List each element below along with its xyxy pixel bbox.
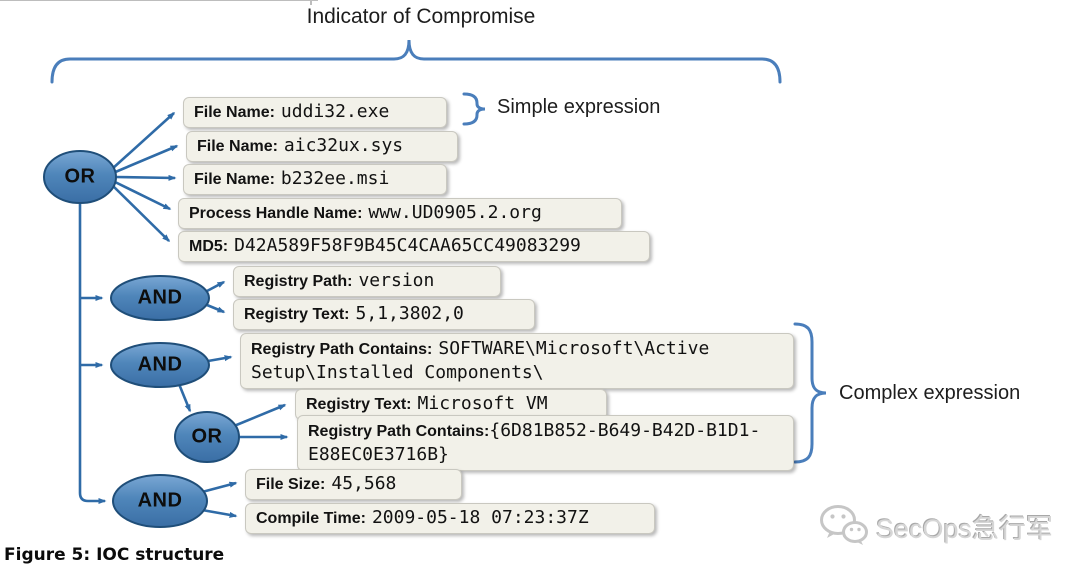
ioc-box-registry-text: Registry Text: 5,1,3802,0	[233, 299, 535, 330]
ioc-box-file-name-aic32ux: File Name: aic32ux.sys	[186, 131, 458, 162]
watermark: SecOps急行军	[818, 503, 1053, 549]
term-value: version	[358, 270, 435, 291]
node-and-3-label: AND	[137, 489, 183, 512]
arrow-and2-to-registry-path-contains	[207, 355, 233, 363]
figure-caption: Figure 5: IOC structure	[4, 545, 225, 565]
ioc-top-brace	[50, 39, 782, 84]
ioc-box-registry-text-microsoft-vm: Registry Text: Microsoft VM	[295, 389, 607, 420]
ioc-box-md5: MD5: D42A589F58F9B45C4CAA65CC49083299	[178, 231, 650, 262]
node-or-root-label: OR	[64, 165, 96, 188]
term-value: {6D81B852-B649-B42D-B1D1-E88EC0E3716B}	[308, 420, 761, 465]
arrow-and3-to-compile-time	[201, 508, 238, 518]
term-value: D42A589F58F9B45C4CAA65CC49083299	[234, 235, 581, 256]
ioc-box-file-name-uddi32: File Name: uddi32.exe	[183, 97, 447, 128]
term-value: uddi32.exe	[280, 101, 390, 122]
term-value: 2009-05-18 07:23:37Z	[371, 507, 589, 528]
term-label: Compile Time:	[256, 510, 366, 527]
simple-expression-brace	[462, 92, 486, 126]
arrow-or-to-filename-3	[114, 174, 177, 181]
term-value: 45,568	[331, 473, 397, 494]
term-label: File Name:	[194, 104, 275, 121]
term-value: www.UD0905.2.org	[368, 202, 542, 223]
node-or-root-shape	[43, 150, 117, 204]
arrow-and1-to-registry-path	[206, 280, 226, 293]
term-label: Registry Path:	[244, 273, 353, 290]
arrow-and3-to-file-size	[201, 481, 238, 494]
term-label: Registry Path Contains:	[251, 341, 433, 358]
node-and-1-shape	[110, 275, 210, 321]
ioc-box-file-size: File Size: 45,568	[245, 469, 462, 500]
simple-expression-label: Simple expression	[497, 96, 661, 118]
term-value: Microsoft VM	[417, 393, 548, 414]
node-or-nested-label: OR	[191, 425, 223, 448]
arrow-or-to-md5	[111, 184, 171, 243]
arrow-and1-to-registry-text	[206, 303, 226, 314]
ioc-box-registry-path: Registry Path: version	[233, 266, 501, 297]
complex-expression-label: Complex expression	[839, 382, 1021, 404]
node-and-2-label: AND	[137, 353, 183, 376]
node-or-nested-shape	[174, 411, 240, 463]
wechat-icon	[820, 505, 868, 545]
arrow-or-to-filename-1	[111, 111, 176, 170]
complex-expression-brace	[793, 322, 827, 464]
ioc-box-file-name-b232ee: File Name: b232ee.msi	[183, 164, 447, 195]
top-hairline	[0, 0, 318, 1]
arrow-or-to-filename-2	[112, 144, 179, 175]
arrow-and2-to-nested-or	[177, 383, 192, 413]
ioc-box-process-handle-name: Process Handle Name: www.UD0905.2.org	[178, 198, 622, 229]
trunk-connector	[78, 204, 107, 504]
ioc-box-registry-path-contains-guid: Registry Path Contains:{6D81B852-B649-B4…	[297, 415, 794, 471]
term-label: File Name:	[194, 171, 275, 188]
term-value: SOFTWARE\Microsoft\Active Setup\Installe…	[251, 338, 710, 383]
term-label: Registry Text:	[244, 306, 350, 323]
term-label: Registry Path Contains:	[308, 423, 490, 440]
ioc-box-compile-time: Compile Time: 2009-05-18 07:23:37Z	[245, 503, 655, 534]
term-label: Registry Text:	[306, 396, 412, 413]
term-label: MD5:	[189, 238, 229, 255]
node-and-1-label: AND	[137, 286, 183, 309]
term-value: 5,1,3802,0	[355, 303, 464, 324]
arrow-or-to-process-handle	[112, 179, 172, 211]
term-label: Process Handle Name:	[189, 205, 363, 222]
term-value: b232ee.msi	[280, 168, 390, 189]
node-and-2-shape	[110, 342, 210, 388]
top-hairline-tick	[310, 0, 312, 5]
watermark-text: SecOps急行军	[876, 513, 1054, 544]
term-label: File Name:	[197, 138, 278, 155]
figure-title: Indicator of Compromise	[306, 5, 536, 28]
ioc-box-registry-path-contains-software: Registry Path Contains:SOFTWARE\Microsof…	[240, 333, 794, 389]
term-value: aic32ux.sys	[283, 135, 404, 156]
node-and-3-shape	[112, 474, 208, 528]
term-label: File Size:	[256, 476, 326, 493]
arrow-or2-to-registry-text-vm	[233, 403, 287, 428]
